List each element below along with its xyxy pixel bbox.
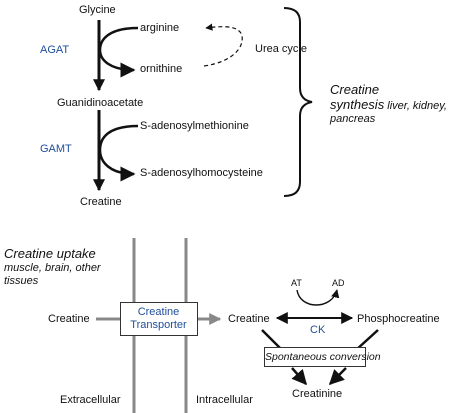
ornithine-label: ornithine [140, 63, 183, 75]
agat-enzyme-label: AGAT [40, 44, 70, 56]
transporter-line2: Transporter [130, 319, 187, 331]
extracellular-label: Extracellular [60, 394, 121, 406]
ad-label: AD [332, 278, 345, 288]
creatine-extracellular-label: Creatine [48, 313, 90, 325]
sam-label: S-adenosylmethionine [140, 120, 249, 132]
creatine-transporter-box: Creatine Transporter [120, 302, 198, 336]
gamt-enzyme-label: GAMT [40, 143, 72, 155]
synthesis-brace [283, 7, 313, 197]
phosphocreatine-to-conversion-line [355, 329, 379, 351]
creatine-product-label: Creatine [80, 196, 122, 208]
sah-label: S-adenosylhomocysteine [140, 167, 263, 179]
urea-cycle-label: Urea cycle [255, 43, 307, 55]
synthesis-title-line3: pancreas [330, 113, 376, 125]
gamt-exchange-curve [98, 124, 139, 182]
creatinine-label: Creatinine [292, 388, 343, 400]
arginine-label: arginine [140, 22, 180, 34]
creatine-to-conversion-line [261, 329, 283, 351]
creatine-intracellular-label: Creatine [228, 313, 270, 325]
intracellular-label: Intracellular [196, 394, 253, 406]
synthesis-title-bold: synthesis [330, 97, 385, 112]
glycine-label: Glycine [79, 4, 116, 16]
uptake-subtitle-line2: tissues [4, 275, 39, 287]
synthesis-organs: liver, kidney, [384, 100, 447, 112]
transporter-line1: Creatine [137, 306, 180, 318]
at-ad-arc [296, 289, 340, 306]
agat-exchange-curve [98, 26, 139, 78]
conversion-to-creatinine-arrow-left [291, 367, 307, 386]
urea-cycle-dashed-arrow [203, 23, 243, 67]
synthesis-title-line2: synthesis liver, kidney, [330, 97, 447, 113]
conversion-to-creatinine-arrow-right [328, 367, 347, 386]
uptake-title: Creatine uptake [4, 246, 96, 261]
synthesis-title-line1: Creatine [330, 82, 380, 97]
spontaneous-conversion-label: Spontaneous conversion [265, 351, 381, 363]
at-label: AT [291, 278, 302, 288]
ck-enzyme-label: CK [310, 324, 326, 336]
guanidinoacetate-label: Guanidinoacetate [57, 97, 144, 109]
phosphocreatine-label: Phosphocreatine [357, 313, 440, 325]
uptake-subtitle-line1: muscle, brain, other [4, 262, 101, 274]
spontaneous-conversion-box: Spontaneous conversion [264, 347, 381, 367]
